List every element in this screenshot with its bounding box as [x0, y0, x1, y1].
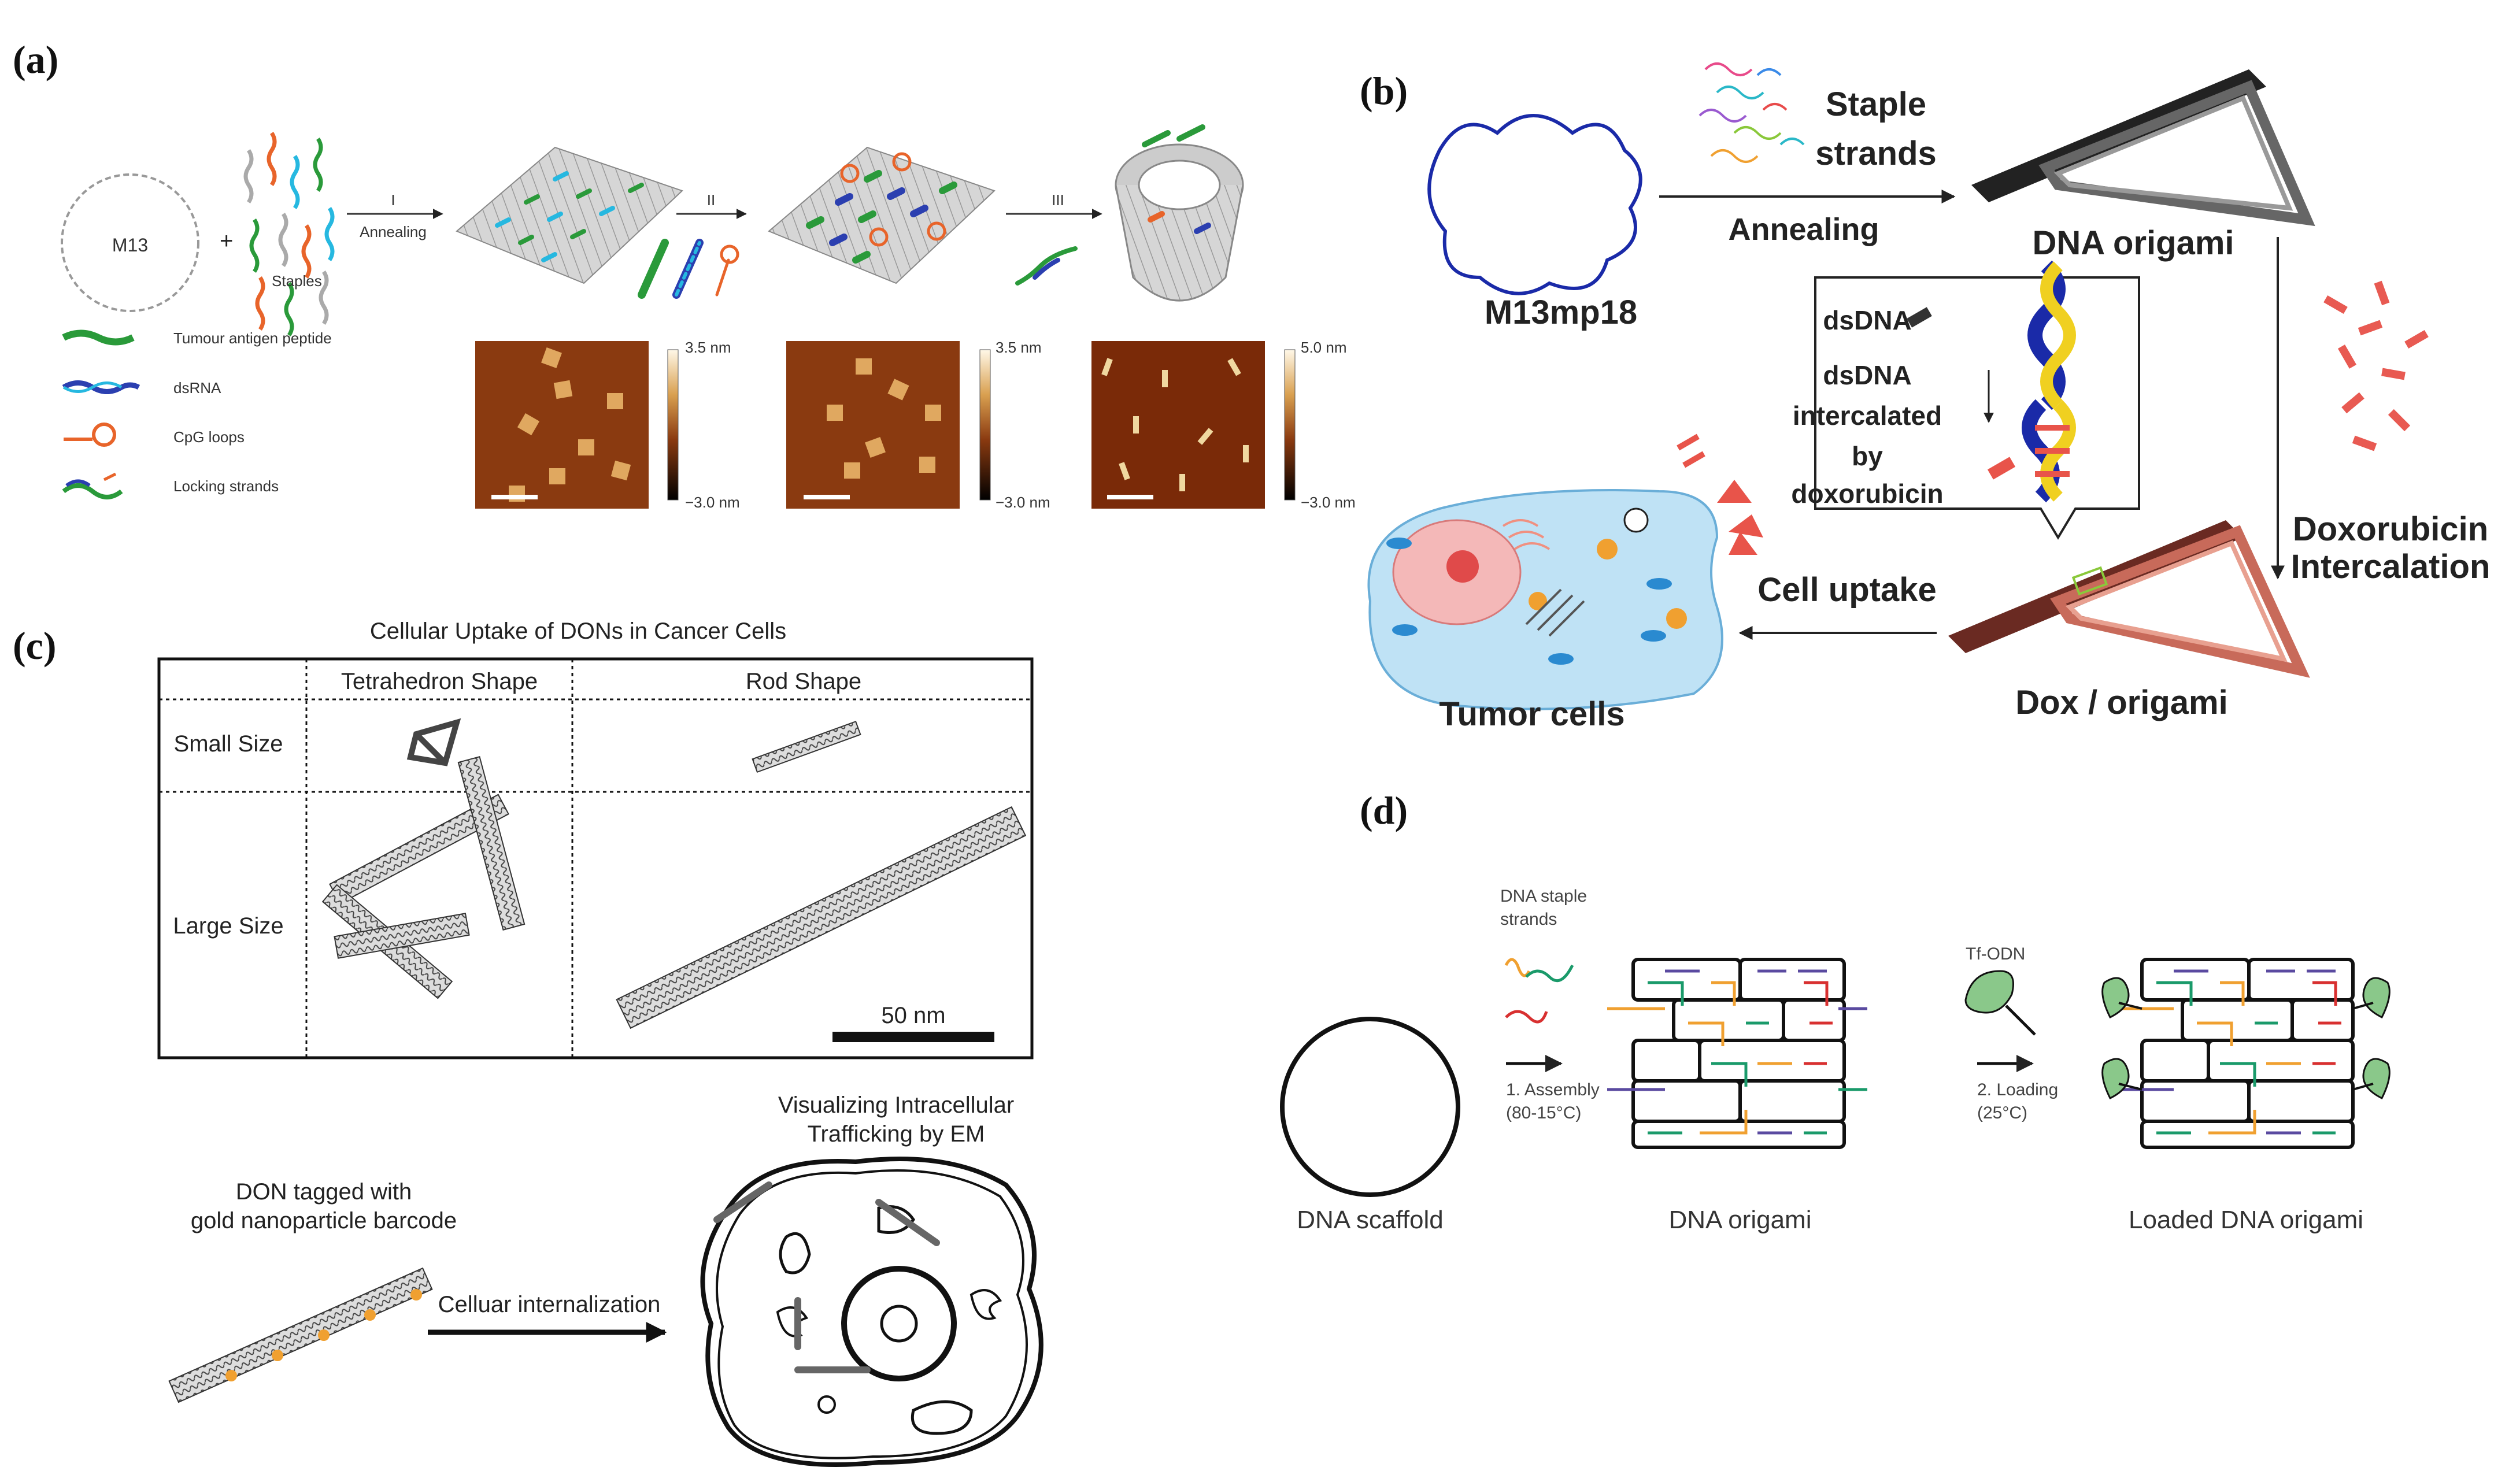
row-small: Small Size	[174, 731, 283, 757]
tumor-cells-label: Tumor cells	[1439, 695, 1625, 733]
origami-sheet-1	[456, 146, 683, 284]
dna-scaffold-label: DNA scaffold	[1297, 1206, 1444, 1234]
internalization-label: Celluar internalization	[438, 1292, 661, 1317]
svg-text:Visualizing Intracellular: Visualizing Intracellular	[778, 1092, 1014, 1118]
afm-image-1: 3.5 nm −3.0 nm	[475, 339, 740, 511]
svg-text:III: III	[1052, 191, 1064, 209]
staples-label: Staples	[272, 272, 322, 290]
svg-text:−3.0 nm: −3.0 nm	[1301, 494, 1356, 511]
loading-components	[638, 239, 739, 299]
svg-text:Doxorubicin: Doxorubicin	[2293, 510, 2488, 548]
legend-cpg: CpG loops	[173, 428, 245, 446]
tumor-cell	[1367, 489, 1723, 710]
svg-text:Intercalation: Intercalation	[2291, 548, 2491, 586]
panel-b: (b) M13mp18 Staple strands Annealing DNA…	[1360, 62, 2491, 733]
panel-b-label: (b)	[1360, 69, 1408, 113]
m13mp18-label: M13mp18	[1485, 294, 1637, 331]
panel-c: (c) Cellular Uptake of DONs in Cancer Ce…	[13, 618, 1043, 1467]
legend-dsrna: dsRNA	[173, 379, 221, 397]
svg-text:3.5 nm: 3.5 nm	[996, 339, 1042, 356]
legend-a: Tumour antigen peptide dsRNA CpG loops L…	[62, 329, 332, 499]
helix-bottom	[2022, 399, 2076, 503]
svg-text:gold nanoparticle barcode: gold nanoparticle barcode	[191, 1208, 457, 1233]
svg-text:dsDNA: dsDNA	[1823, 305, 1911, 335]
svg-text:intercalated: intercalated	[1793, 401, 1942, 431]
dna-origami-label-b: DNA origami	[2032, 224, 2234, 262]
table-title: Cellular Uptake of DONs in Cancer Cells	[370, 618, 786, 644]
dox-fragments	[1677, 434, 1763, 555]
small-tetrahedron	[406, 718, 461, 766]
dna-origami-prism	[1971, 69, 2315, 227]
svg-text:1. Assembly: 1. Assembly	[1506, 1080, 1600, 1099]
dna-origami-label-d: DNA origami	[1669, 1206, 1812, 1234]
legend-locking: Locking strands	[173, 477, 279, 495]
m13mp18-scaffold	[1427, 114, 1642, 295]
large-tetrahedron	[321, 755, 526, 999]
dna-origami-brick	[1607, 958, 1867, 1149]
afm-image-3: 5.0 nm −3.0 nm	[1091, 339, 1356, 511]
row-large: Large Size	[173, 913, 283, 939]
tf-odn-icon	[1964, 970, 2036, 1036]
uptake-table	[157, 657, 1034, 1059]
svg-text:I: I	[391, 191, 395, 209]
annealing-label: Annealing	[360, 223, 427, 240]
loaded-dna-origami	[2101, 958, 2391, 1149]
col-rod: Rod Shape	[746, 669, 861, 694]
dox-origami-label: Dox / origami	[2015, 684, 2227, 721]
panel-c-label: (c)	[13, 624, 56, 668]
staple-strands-b	[1698, 62, 1805, 163]
col-tetrahedron: Tetrahedron Shape	[341, 669, 538, 694]
svg-text:Staple: Staple	[1826, 86, 1926, 123]
m13-label: M13	[112, 235, 148, 255]
panel-a-label: (a)	[13, 38, 58, 81]
svg-text:−3.0 nm: −3.0 nm	[996, 494, 1050, 511]
svg-text:strands: strands	[1500, 910, 1557, 929]
loaded-dna-origami-label: Loaded DNA origami	[2129, 1206, 2363, 1234]
don-barcode	[168, 1267, 433, 1403]
svg-text:II: II	[707, 191, 715, 209]
panel-d-label: (d)	[1360, 788, 1408, 832]
origami-sheet-2	[768, 146, 996, 284]
m13-scaffold-ring	[61, 173, 199, 312]
svg-text:DNA staple: DNA staple	[1500, 887, 1587, 906]
svg-text:3.5 nm: 3.5 nm	[685, 339, 731, 356]
cell-uptake-label: Cell uptake	[1757, 571, 1936, 609]
svg-text:5.0 nm: 5.0 nm	[1301, 339, 1347, 356]
svg-text:DON tagged with: DON tagged with	[236, 1179, 412, 1205]
staples-group	[243, 132, 335, 336]
helix-top	[2027, 260, 2076, 410]
panel-a: (a) M13 + Staples I Annealing	[13, 38, 1356, 511]
svg-text:(80-15°C): (80-15°C)	[1506, 1103, 1581, 1122]
svg-text:by: by	[1852, 441, 1883, 471]
dna-scaffold-ring	[1280, 1017, 1460, 1197]
em-rods	[713, 1181, 940, 1373]
locking-strand	[1015, 246, 1078, 286]
dsdna-inset: dsDNA dsDNA intercalated by doxorubicin	[1791, 260, 2140, 540]
scale-bar-c	[832, 1032, 994, 1042]
scale-label-c: 50 nm	[881, 1003, 945, 1028]
svg-text:+: +	[220, 228, 233, 254]
svg-text:Trafficking by EM: Trafficking by EM	[808, 1121, 985, 1147]
origami-tube	[1115, 124, 1244, 302]
legend-antigen: Tumour antigen peptide	[173, 329, 332, 347]
svg-text:(25°C): (25°C)	[1977, 1103, 2027, 1122]
afm-image-2: 3.5 nm −3.0 nm	[786, 339, 1050, 511]
large-rod	[616, 806, 1027, 1029]
svg-text:2. Loading: 2. Loading	[1977, 1080, 2058, 1099]
annealing-label-b: Annealing	[1728, 212, 1879, 247]
staples-d	[1504, 958, 1574, 1024]
svg-text:Tf-ODN: Tf-ODN	[1966, 944, 2025, 964]
svg-text:−3.0 nm: −3.0 nm	[685, 494, 740, 511]
small-rod	[752, 720, 861, 773]
em-cell	[700, 1157, 1043, 1467]
svg-text:doxorubicin: doxorubicin	[1791, 479, 1943, 509]
svg-text:dsDNA: dsDNA	[1823, 360, 1911, 390]
doxorubicin-particles	[2323, 280, 2429, 451]
svg-text:strands: strands	[1815, 135, 1937, 172]
panel-d: (d) DNA scaffold DNA staple strands 1. A…	[1280, 788, 2391, 1234]
dox-origami-prism	[1948, 520, 2310, 678]
